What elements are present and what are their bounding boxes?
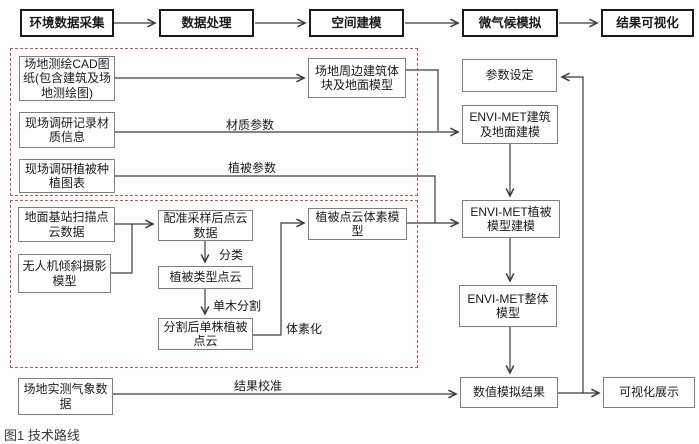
stage-environment-data-collection: 环境数据采集 (20, 9, 114, 37)
node-vegetation-voxel-model: 植被点云体素模型 (308, 208, 407, 240)
stage-result-visualization: 结果可视化 (601, 9, 694, 37)
node-parameter-setting: 参数设定 (462, 59, 557, 92)
edge-label-single-tree-segmentation: 单木分割 (213, 299, 262, 313)
node-segmented-individual-vegetation-pointcloud: 分割后单株植被点云 (158, 318, 253, 350)
node-visualization-display: 可视化展示 (603, 377, 695, 408)
node-envimet-overall-model: ENVI-MET整体模型 (459, 285, 557, 327)
node-envimet-vegetation-modeling: ENVI-MET植被模型建模 (462, 200, 560, 238)
node-ground-station-pointcloud: 地面基站扫描点云数据 (18, 207, 115, 242)
edge-label-vegetation-params: 植被参数 (228, 161, 277, 175)
node-vegetation-type-pointcloud: 植被类型点云 (158, 266, 253, 289)
connector-feedback-to-param-setting (562, 77, 584, 393)
stage-microclimate-simulation: 微气候模拟 (462, 9, 558, 37)
node-measured-weather-data: 场地实测气象数据 (18, 378, 113, 415)
node-uav-oblique-photography-model: 无人机倾斜摄影模型 (18, 254, 111, 293)
node-cad-drawings: 场地测绘CAD图纸(包含建筑及场地测绘图) (19, 56, 115, 101)
node-surrounding-building-ground-model: 场地周边建筑体块及地面模型 (308, 58, 406, 98)
node-vegetation-planting-chart: 现场调研植被种植图表 (19, 159, 115, 193)
edge-label-material-params: 材质参数 (226, 118, 275, 132)
stage-data-processing: 数据处理 (159, 9, 254, 37)
node-envimet-building-ground-modeling: ENVI-MET建筑及地面建模 (462, 105, 558, 144)
figure-caption: 图1 技术路线 (4, 428, 80, 443)
stage-spatial-modeling: 空间建模 (309, 9, 404, 37)
edge-label-voxelization: 体素化 (286, 322, 323, 336)
edge-label-result-calibration: 结果校准 (234, 379, 283, 393)
node-material-survey-info: 现场调研记录材质信息 (19, 112, 115, 148)
edge-label-classification: 分类 (219, 248, 244, 262)
node-registered-sampled-pointcloud: 配准采样后点云数据 (158, 210, 253, 241)
node-numerical-simulation-result: 数值模拟结果 (460, 377, 558, 408)
